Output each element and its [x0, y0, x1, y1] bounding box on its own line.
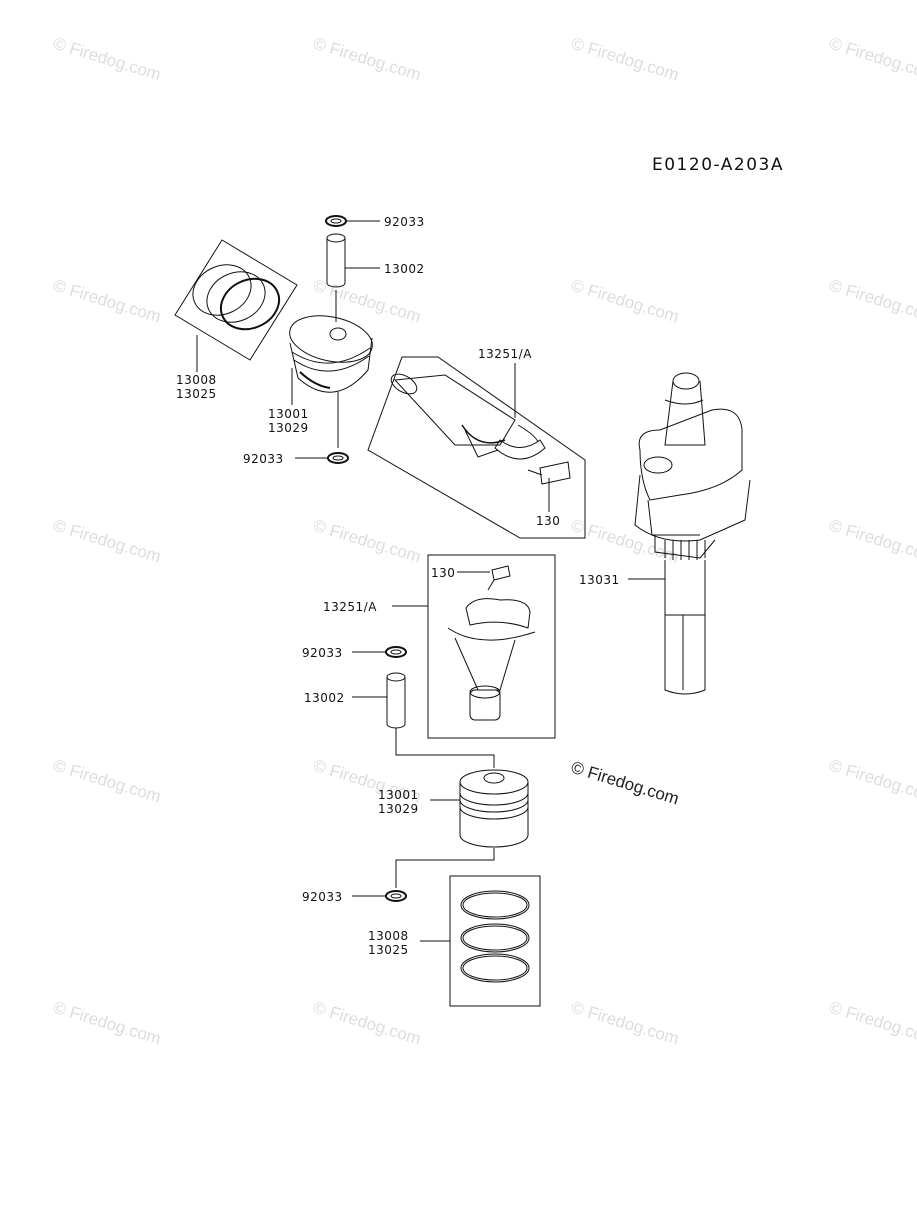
watermark: © Firedog.com [827, 276, 917, 327]
circlip-mid-drawing [327, 452, 349, 464]
watermark-dark: © Firedog.com [569, 758, 681, 809]
piston-ring-set-bottom-drawing [449, 875, 541, 1007]
connecting-rod-bottom-drawing [427, 554, 556, 739]
circlip-bottom2-drawing [385, 890, 407, 902]
part-label-130: 130 [536, 514, 560, 528]
part-label-130: 130 [431, 566, 455, 580]
part-label-13251A: 13251/A [478, 347, 532, 361]
watermark: © Firedog.com [51, 516, 163, 567]
watermark: © Firedog.com [827, 34, 917, 85]
reference-code: E0120-A203A [652, 155, 784, 175]
part-label-13008: 13008 [176, 373, 217, 387]
piston-ring-set-top-drawing [174, 239, 298, 361]
watermark: © Firedog.com [311, 34, 423, 85]
piston-pin-top-drawing [326, 233, 346, 288]
part-label-13025: 13025 [368, 943, 409, 957]
part-label-13029: 13029 [268, 421, 309, 435]
piston-top-drawing [289, 315, 373, 393]
connecting-rod-top-drawing [367, 356, 586, 539]
watermark: © Firedog.com [51, 276, 163, 327]
part-label-92033: 92033 [302, 646, 343, 660]
watermark: © Firedog.com [51, 34, 163, 85]
part-label-13008: 13008 [368, 929, 409, 943]
watermark: © Firedog.com [311, 998, 423, 1049]
watermark: © Firedog.com [827, 998, 917, 1049]
part-label-92033: 92033 [384, 215, 425, 229]
part-label-13251A: 13251/A [323, 600, 377, 614]
part-label-92033: 92033 [302, 890, 343, 904]
watermark: © Firedog.com [311, 516, 423, 567]
crankshaft-drawing [634, 372, 751, 695]
watermark: © Firedog.com [827, 516, 917, 567]
part-label-13001: 13001 [378, 788, 419, 802]
watermark: © Firedog.com [51, 756, 163, 807]
piston-bottom-drawing [459, 769, 529, 848]
piston-pin-bottom-drawing [386, 672, 406, 729]
watermark: © Firedog.com [827, 756, 917, 807]
part-label-13029: 13029 [378, 802, 419, 816]
watermark: © Firedog.com [569, 34, 681, 85]
watermark: © Firedog.com [311, 276, 423, 327]
part-label-13001: 13001 [268, 407, 309, 421]
part-label-13002: 13002 [384, 262, 425, 276]
watermark-grid: © Firedog.com © Firedog.com © Firedog.co… [51, 34, 917, 1049]
connector-line [395, 728, 495, 768]
watermark: © Firedog.com [569, 276, 681, 327]
watermark: © Firedog.com [51, 998, 163, 1049]
watermark: © Firedog.com [569, 516, 681, 567]
circlip-top-drawing [325, 215, 347, 227]
part-label-13002: 13002 [304, 691, 345, 705]
part-label-92033: 92033 [243, 452, 284, 466]
watermark: © Firedog.com [569, 998, 681, 1049]
connector-line [395, 848, 495, 888]
part-label-13025: 13025 [176, 387, 217, 401]
circlip-bottom1-drawing [385, 646, 407, 658]
part-label-13031: 13031 [579, 573, 620, 587]
